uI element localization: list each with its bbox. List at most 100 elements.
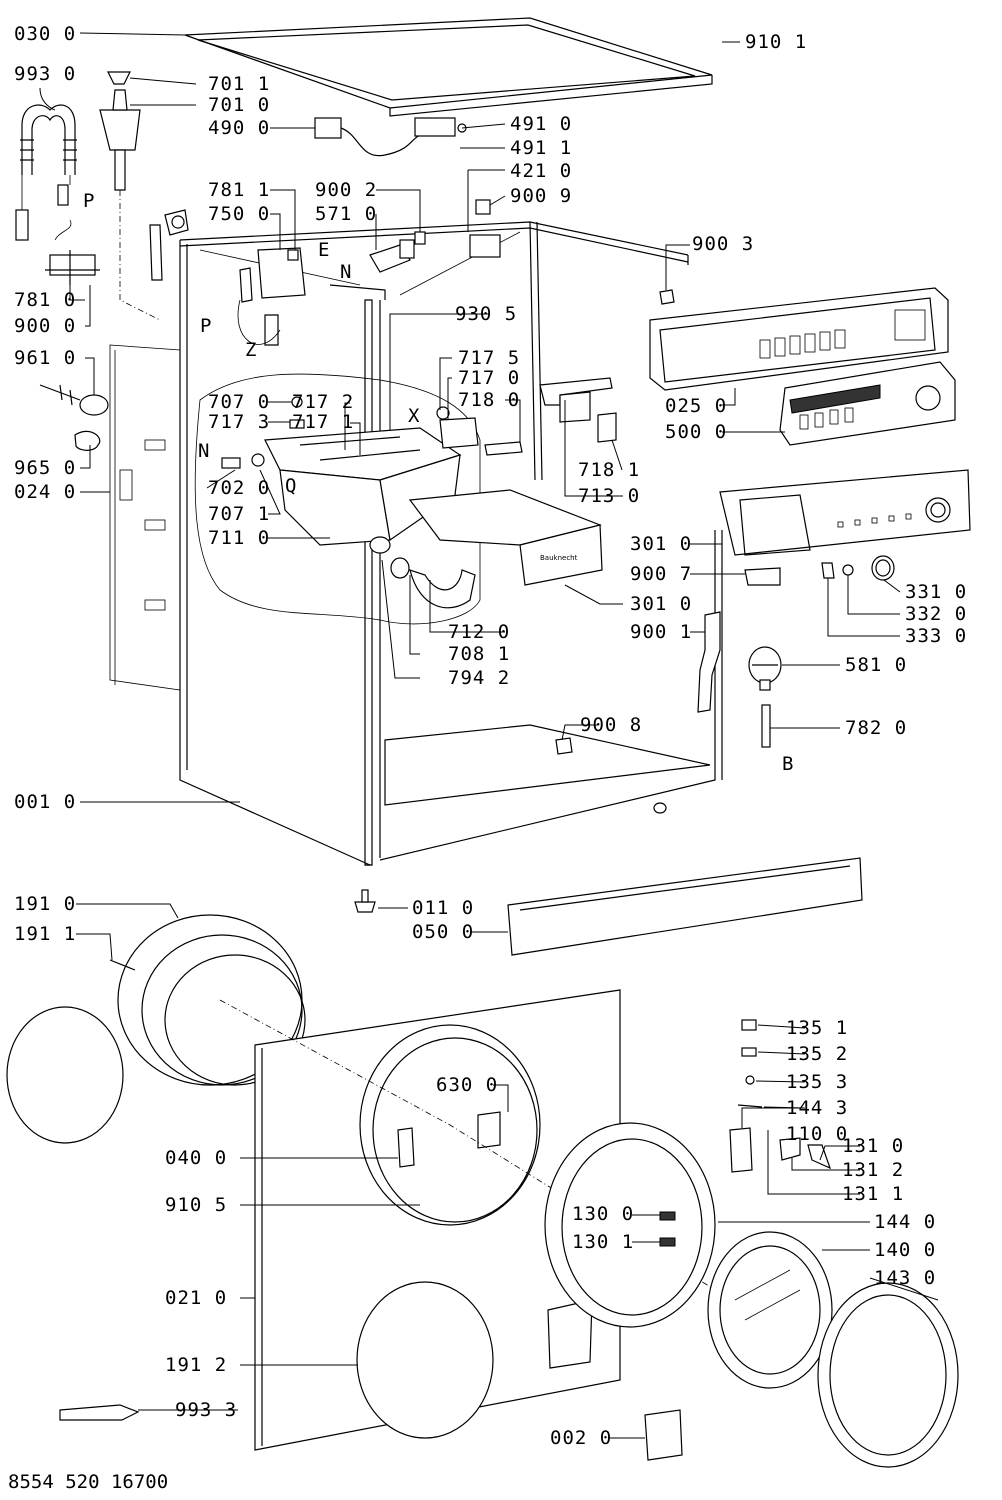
callout-301-0b: 301 0 bbox=[630, 593, 692, 615]
callout-130-0: 130 0 bbox=[572, 1203, 634, 1225]
callout-930-5: 930 5 bbox=[455, 303, 517, 325]
letter-p-1: P bbox=[83, 190, 95, 212]
callout-701-0: 701 0 bbox=[208, 94, 270, 116]
callout-110-0: 110 0 bbox=[786, 1123, 848, 1145]
letter-p-2: P bbox=[200, 315, 212, 337]
callout-900-2: 900 2 bbox=[315, 179, 377, 201]
drawer-brand-text: Bauknecht bbox=[540, 554, 578, 562]
callout-993-3: 993 3 bbox=[175, 1399, 237, 1421]
letter-z: Z bbox=[245, 339, 257, 361]
rear-panel-024 bbox=[109, 344, 181, 691]
distributor-713 bbox=[539, 377, 617, 443]
callout-900-9: 900 9 bbox=[510, 185, 572, 207]
callout-794-2: 794 2 bbox=[448, 667, 510, 689]
callout-707-0: 707 0 bbox=[208, 391, 270, 413]
letter-n-1: N bbox=[340, 261, 352, 283]
callout-961-0: 961 0 bbox=[14, 347, 76, 369]
callout-021-0: 021 0 bbox=[165, 1287, 227, 1309]
callout-140-0: 140 0 bbox=[874, 1239, 936, 1261]
dispenser-drawer-712: Bauknecht bbox=[408, 489, 603, 586]
callout-713-0: 713 0 bbox=[578, 485, 640, 507]
callout-144-0: 144 0 bbox=[874, 1211, 936, 1233]
tie-rod-961 bbox=[39, 384, 109, 416]
callout-717-2: 717 2 bbox=[292, 391, 354, 413]
callout-781-0: 781 0 bbox=[14, 289, 76, 311]
pipe-assembly-781 bbox=[149, 209, 189, 281]
callout-900-8: 900 8 bbox=[580, 714, 642, 736]
letter-e: E bbox=[318, 239, 330, 261]
callout-191-0: 191 0 bbox=[14, 893, 76, 915]
callout-900-1: 900 1 bbox=[630, 621, 692, 643]
valve-part-717 bbox=[436, 406, 523, 456]
callout-131-2: 131 2 bbox=[842, 1159, 904, 1181]
callout-332-0: 332 0 bbox=[905, 603, 967, 625]
callout-500-0: 500 0 bbox=[665, 421, 727, 443]
rod-782 bbox=[761, 704, 771, 748]
inlet-hose-993 bbox=[15, 104, 100, 285]
callout-900-7: 900 7 bbox=[630, 563, 692, 585]
callout-750-0: 750 0 bbox=[208, 203, 270, 225]
callout-900-0: 900 0 bbox=[14, 315, 76, 337]
interference-filter-421 bbox=[467, 170, 501, 258]
callout-708-1: 708 1 bbox=[448, 643, 510, 665]
callout-718-0: 718 0 bbox=[458, 389, 520, 411]
callout-781-1: 781 1 bbox=[208, 179, 270, 201]
callout-717-5: 717 5 bbox=[458, 347, 520, 369]
callout-002-0: 002 0 bbox=[550, 1427, 612, 1449]
callout-571-0: 571 0 bbox=[315, 203, 377, 225]
callout-782-0: 782 0 bbox=[845, 717, 907, 739]
callout-131-0: 131 0 bbox=[842, 1135, 904, 1157]
inlet-valve-571 bbox=[369, 231, 426, 273]
ring-965 bbox=[74, 430, 101, 451]
clip-900-7 bbox=[744, 567, 781, 586]
callout-191-1: 191 1 bbox=[14, 923, 76, 945]
callout-707-1: 707 1 bbox=[208, 503, 270, 525]
callout-717-1: 717 1 bbox=[292, 411, 354, 433]
callout-702-0: 702 0 bbox=[208, 477, 270, 499]
callout-711-0: 711 0 bbox=[208, 527, 270, 549]
letter-b: B bbox=[782, 753, 794, 775]
callout-331-0: 331 0 bbox=[905, 581, 967, 603]
bracket-900-1 bbox=[697, 611, 721, 713]
level-chamber-750 bbox=[237, 247, 306, 346]
callout-135-2: 135 2 bbox=[786, 1043, 848, 1065]
callout-630-0: 630 0 bbox=[436, 1074, 498, 1096]
callout-143-0: 143 0 bbox=[874, 1267, 936, 1289]
callout-965-0: 965 0 bbox=[14, 457, 76, 479]
callout-050-0: 050 0 bbox=[412, 921, 474, 943]
bellows-hose-794 bbox=[409, 569, 476, 609]
mains-cable-490 bbox=[314, 117, 467, 157]
letter-q: Q bbox=[285, 475, 297, 497]
drawing-number: 8554 520 16700 bbox=[8, 1471, 168, 1493]
callout-labels: 030 0 910 1 993 0 701 1 701 0 490 0 491 … bbox=[14, 23, 967, 1449]
callout-191-2: 191 2 bbox=[165, 1354, 227, 1376]
callout-701-1: 701 1 bbox=[208, 73, 270, 95]
leader-lines bbox=[39, 32, 939, 1439]
callout-490-0: 490 0 bbox=[208, 117, 270, 139]
callout-135-1: 135 1 bbox=[786, 1017, 848, 1039]
callout-491-1: 491 1 bbox=[510, 137, 572, 159]
callout-135-3: 135 3 bbox=[786, 1071, 848, 1093]
door-seal-191 bbox=[6, 914, 306, 1144]
callout-001-0: 001 0 bbox=[14, 791, 76, 813]
door-frame-144 bbox=[544, 1122, 716, 1328]
panel-frame-025 bbox=[649, 287, 949, 391]
letter-x: X bbox=[408, 405, 420, 427]
door-handle-parts bbox=[729, 1127, 832, 1173]
top-cover-030 bbox=[184, 17, 713, 117]
spring-tool-993-3 bbox=[59, 1404, 140, 1421]
knob-parts bbox=[821, 555, 895, 581]
callout-717-3: 717 3 bbox=[208, 411, 270, 433]
callout-025-0: 025 0 bbox=[665, 395, 727, 417]
screws-135 bbox=[737, 1019, 763, 1108]
clip-900-3 bbox=[659, 289, 675, 305]
callout-144-3: 144 3 bbox=[786, 1097, 848, 1119]
dispenser-housing-711 bbox=[264, 427, 462, 579]
callout-024-0: 024 0 bbox=[14, 481, 76, 503]
pressure-switch-581 bbox=[748, 646, 782, 691]
callout-333-0: 333 0 bbox=[905, 625, 967, 647]
callout-900-3: 900 3 bbox=[692, 233, 754, 255]
callout-718-1: 718 1 bbox=[578, 459, 640, 481]
callout-421-0: 421 0 bbox=[510, 160, 572, 182]
